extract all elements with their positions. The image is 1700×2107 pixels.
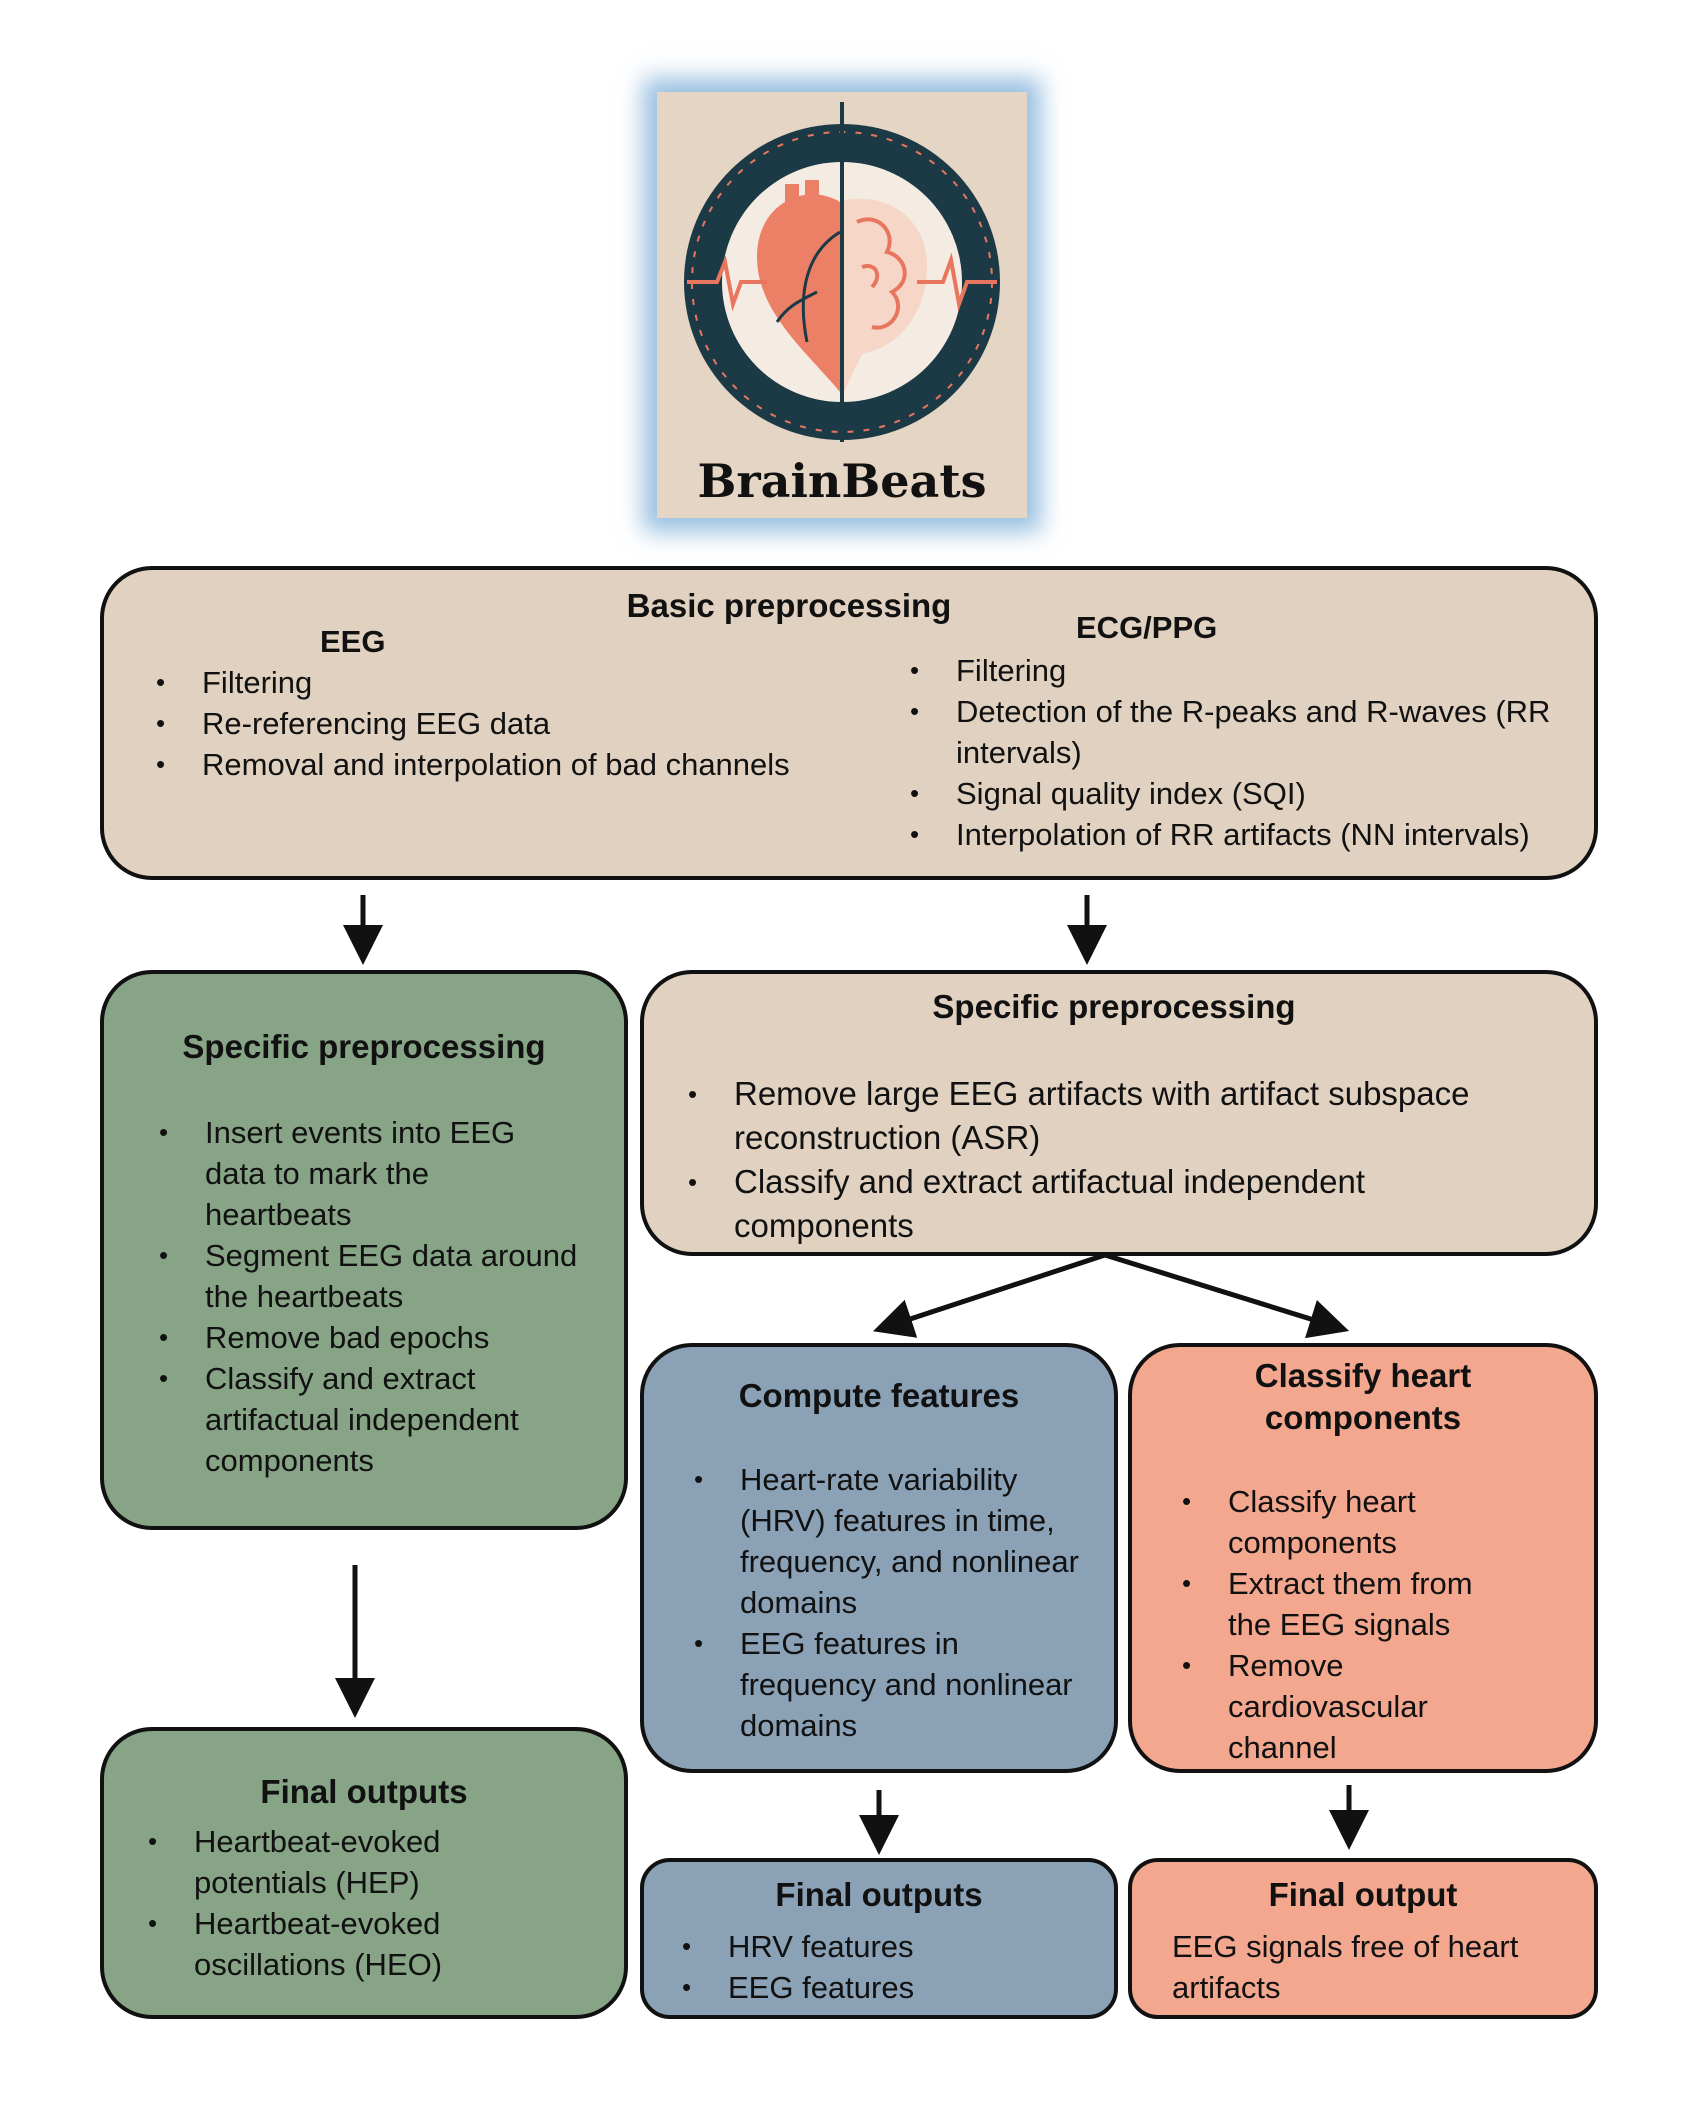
- right-specific-preprocessing-box: Specific preprocessing Remove large EEG …: [640, 970, 1598, 1256]
- list-item: Heartbeat-evoked potentials (HEP): [148, 1821, 488, 1903]
- list-item: Removal and interpolation of bad channel…: [156, 744, 956, 785]
- list-item: EEG features in frequency and nonlinear …: [694, 1623, 1094, 1746]
- final-output-heart-box: Final output EEG signals free of heart a…: [1128, 1858, 1598, 2019]
- right-specific-title: Specific preprocessing: [932, 988, 1296, 1025]
- list-item: Remove large EEG artifacts with artifact…: [688, 1072, 1548, 1160]
- classify-heart-components-box: Classify heart components Classify heart…: [1128, 1343, 1598, 1773]
- final-outputs-features-title: Final outputs: [775, 1876, 983, 1913]
- list-item: Segment EEG data around the heartbeats: [159, 1235, 579, 1317]
- eeg-basic-list: Filtering Re-referencing EEG data Remova…: [156, 662, 956, 785]
- list-item: Classify and extract artifactual indepen…: [688, 1160, 1548, 1248]
- final-outputs-features-box: Final outputs HRV features EEG features: [640, 1858, 1118, 2019]
- heart-brain-icon: [684, 102, 1000, 442]
- compute-features-box: Compute features Heart-rate variability …: [640, 1343, 1118, 1773]
- right-specific-list: Remove large EEG artifacts with artifact…: [688, 1072, 1548, 1248]
- arrow-specific-to-features: [872, 1252, 1106, 1338]
- final-output-heart-text: EEG signals free of heart artifacts: [1172, 1929, 1519, 2005]
- list-item: HRV features: [682, 1926, 1082, 1967]
- classify-heart-title: Classify heart components: [1254, 1357, 1472, 1436]
- list-item: Interpolation of RR artifacts (NN interv…: [910, 814, 1580, 855]
- list-item: Re-referencing EEG data: [156, 703, 956, 744]
- eeg-heading: EEG: [320, 624, 386, 659]
- hep-specific-list: Insert events into EEG data to mark the …: [159, 1112, 579, 1481]
- list-item: Filtering: [910, 650, 1580, 691]
- final-output-heart-title: Final output: [1268, 1876, 1458, 1913]
- final-outputs-hep-list: Heartbeat-evoked potentials (HEP) Heartb…: [148, 1821, 488, 1985]
- classify-heart-list: Classify heart components Extract them f…: [1182, 1481, 1512, 1768]
- compute-features-title: Compute features: [738, 1377, 1020, 1414]
- final-outputs-hep-title: Final outputs: [260, 1773, 468, 1810]
- list-item: Classify and extract artifactual indepen…: [159, 1358, 579, 1481]
- final-outputs-hep-box: Final outputs Heartbeat-evoked potential…: [100, 1727, 628, 2019]
- list-item: Filtering: [156, 662, 956, 703]
- list-item: Remove cardiovascular channel: [1182, 1645, 1512, 1768]
- ecg-basic-list: Filtering Detection of the R-peaks and R…: [910, 650, 1580, 855]
- list-item: Signal quality index (SQI): [910, 773, 1580, 814]
- list-item: Extract them from the EEG signals: [1182, 1563, 1512, 1645]
- list-item: Insert events into EEG data to mark the …: [159, 1112, 579, 1235]
- list-item: Heartbeat-evoked oscillations (HEO): [148, 1903, 488, 1985]
- list-item: Heart-rate variability (HRV) features in…: [694, 1459, 1094, 1623]
- logo-title: BrainBeats: [697, 454, 987, 508]
- list-item: EEG features: [682, 1967, 1082, 2008]
- basic-preprocessing-title: Basic preprocessing: [626, 587, 952, 624]
- ecg-ppg-heading: ECG/PPG: [1076, 610, 1218, 645]
- list-item: Remove bad epochs: [159, 1317, 579, 1358]
- hep-specific-preprocessing-box: Specific preprocessing Insert events int…: [100, 970, 628, 1530]
- list-item: Classify heart components: [1182, 1481, 1512, 1563]
- final-outputs-features-list: HRV features EEG features: [682, 1926, 1082, 2008]
- hep-specific-title: Specific preprocessing: [182, 1028, 546, 1065]
- compute-features-list: Heart-rate variability (HRV) features in…: [694, 1459, 1094, 1746]
- arrow-specific-to-heart: [1104, 1252, 1350, 1339]
- brainbeats-logo: BrainBeats: [657, 92, 1027, 518]
- basic-preprocessing-box: Basic preprocessing EEG Filtering Re-ref…: [100, 566, 1598, 880]
- list-item: Detection of the R-peaks and R-waves (RR…: [910, 691, 1580, 773]
